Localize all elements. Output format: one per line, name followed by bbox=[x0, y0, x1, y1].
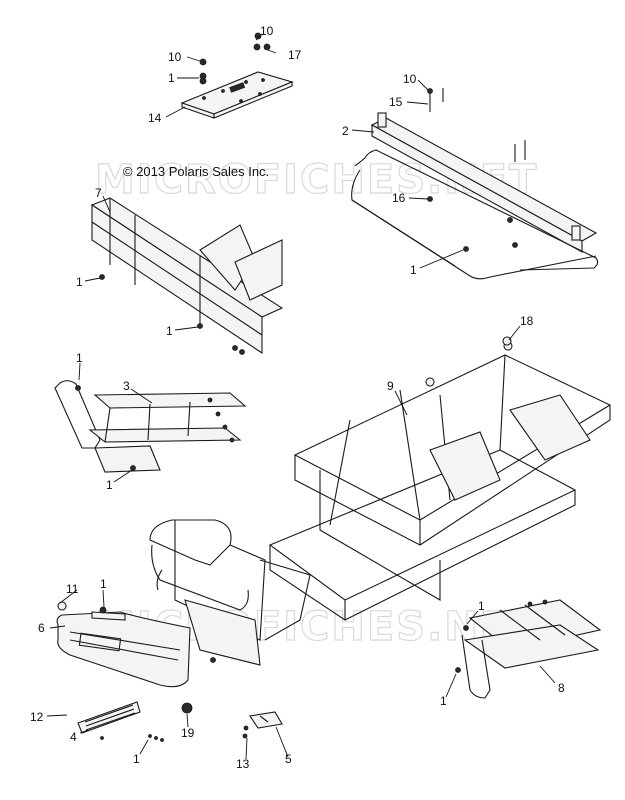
callout-1-right-footrest-bottom: 1 bbox=[440, 694, 447, 708]
callout-labels: 10 17 10 1 14 10 15 2 16 1 7 1 1 18 1 3 … bbox=[30, 24, 565, 771]
callout-3: 3 bbox=[123, 379, 130, 393]
callout-1-right-footrest-top: 1 bbox=[478, 599, 485, 613]
callout-2: 2 bbox=[342, 124, 349, 138]
callout-1-frame-left: 1 bbox=[76, 275, 83, 289]
callout-1-upper-frame: 1 bbox=[410, 263, 417, 277]
grille-part-4 bbox=[77, 701, 164, 742]
callout-7: 7 bbox=[95, 186, 102, 200]
callout-1-frame-bottom: 1 bbox=[166, 324, 173, 338]
callout-16: 16 bbox=[392, 191, 406, 205]
callout-10-left: 10 bbox=[168, 50, 182, 64]
callout-1-grille: 1 bbox=[133, 752, 140, 766]
callout-15: 15 bbox=[389, 95, 403, 109]
callout-5: 5 bbox=[285, 752, 292, 766]
callout-17: 17 bbox=[288, 48, 302, 62]
plate-part-14 bbox=[180, 71, 294, 119]
callout-1-bumper: 1 bbox=[100, 577, 107, 591]
callout-14: 14 bbox=[148, 111, 162, 125]
callout-10-top: 10 bbox=[260, 24, 274, 38]
bumper-part-6 bbox=[56, 601, 191, 688]
leader-lines bbox=[46, 33, 556, 760]
callout-1-footrest-top: 1 bbox=[76, 351, 83, 365]
part-1-fastener-front bbox=[99, 606, 107, 614]
callout-4: 4 bbox=[70, 730, 77, 744]
callout-1-footrest-bottom: 1 bbox=[106, 478, 113, 492]
callout-13: 13 bbox=[236, 757, 250, 771]
callout-1-plate: 1 bbox=[168, 71, 175, 85]
callout-6: 6 bbox=[38, 621, 45, 635]
callout-19: 19 bbox=[181, 726, 195, 740]
callout-12: 12 bbox=[30, 710, 44, 724]
part-18-plug bbox=[502, 336, 512, 346]
callout-11: 11 bbox=[66, 582, 79, 596]
footrest-part-8 bbox=[455, 599, 602, 699]
bumper-stop-part-19 bbox=[181, 702, 193, 714]
frame-section-part-7 bbox=[90, 197, 284, 355]
footrest-part-3 bbox=[54, 380, 247, 473]
copyright-text: © 2013 Polaris Sales Inc. bbox=[123, 164, 269, 179]
callout-18: 18 bbox=[520, 314, 534, 328]
front-nose-assembly bbox=[149, 519, 311, 666]
fasteners-14 bbox=[199, 32, 271, 85]
callout-8: 8 bbox=[558, 681, 565, 695]
upper-frame-part-2 bbox=[351, 88, 599, 280]
main-frame-part-9 bbox=[268, 341, 612, 622]
callout-10-right: 10 bbox=[403, 72, 417, 86]
bracket-part-5 bbox=[242, 711, 283, 739]
callout-9: 9 bbox=[387, 379, 394, 393]
